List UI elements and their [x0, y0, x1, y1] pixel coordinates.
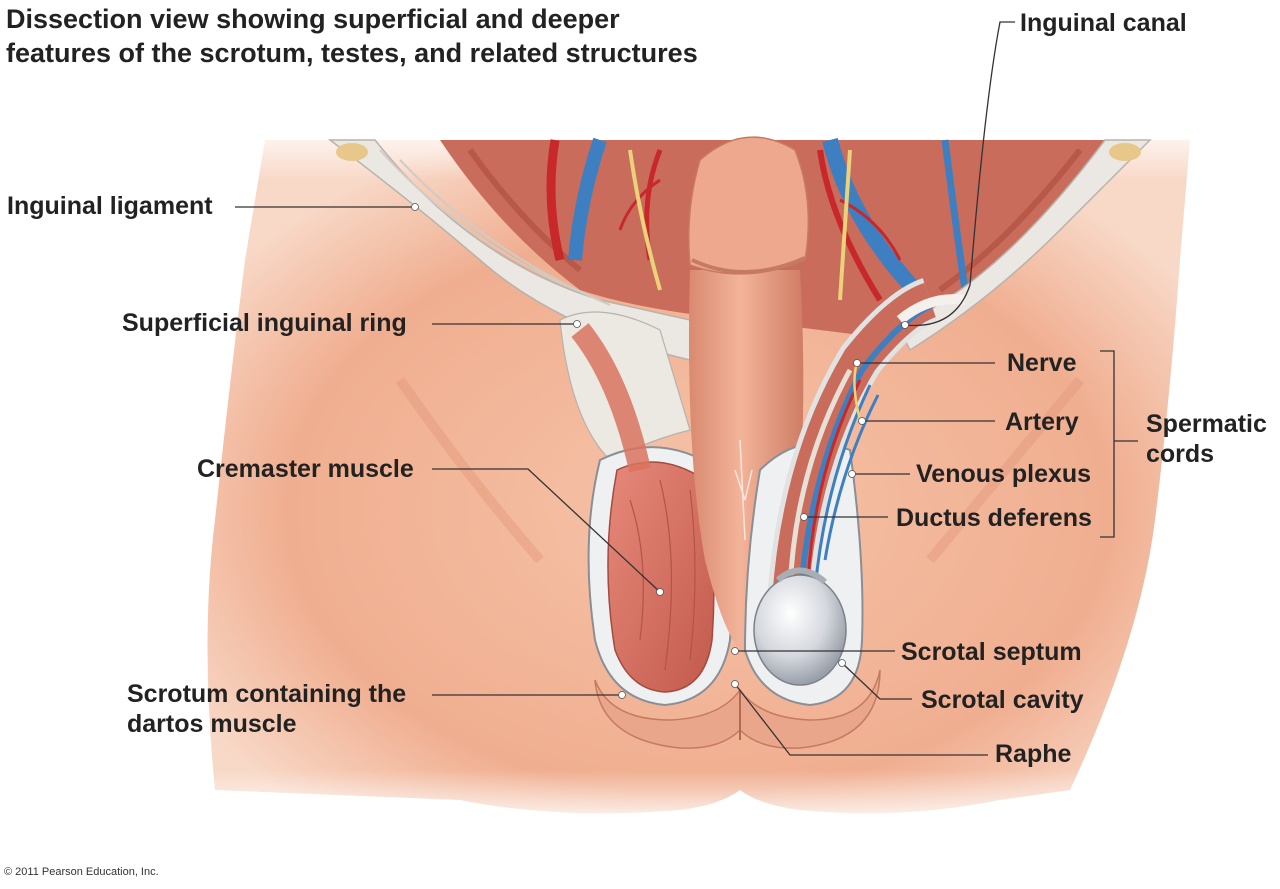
label-spermatic-cords: Spermatic cords [1146, 409, 1267, 469]
scrotum-base [594, 669, 881, 749]
leader-scrotal-cavity [841, 662, 912, 700]
leader-dots [411, 203, 909, 699]
label-spermatic-cords-line1: Spermatic [1146, 410, 1267, 438]
label-scrotum-line2: dartos muscle [127, 710, 297, 738]
leader-cremaster [432, 468, 661, 593]
label-cremaster-muscle: Cremaster muscle [197, 455, 414, 483]
leader-lines [235, 21, 1138, 756]
label-inguinal-canal: Inguinal canal [1020, 9, 1187, 37]
label-nerve: Nerve [1007, 349, 1077, 377]
label-scrotum-line1: Scrotum containing the [127, 680, 407, 708]
copyright-notice: © 2011 Pearson Education, Inc. [4, 866, 159, 878]
leader-inguinal-canal [904, 21, 1015, 327]
diagram-title: Dissection view showing superficial and … [6, 2, 698, 70]
label-ductus-deferens: Ductus deferens [896, 504, 1092, 532]
label-spermatic-cords-line2: cords [1146, 440, 1215, 468]
label-raphe: Raphe [995, 740, 1072, 768]
label-scrotum-dartos: Scrotum containing the dartos muscle [127, 679, 406, 739]
spermatic-cords-bracket [1100, 350, 1138, 538]
label-scrotal-septum: Scrotal septum [901, 638, 1082, 666]
left-scrotal-sac [571, 323, 733, 707]
label-scrotal-cavity: Scrotal cavity [921, 686, 1084, 714]
title-line-1: Dissection view showing superficial and … [6, 4, 620, 34]
label-artery: Artery [1005, 408, 1079, 436]
label-venous-plexus: Venous plexus [916, 460, 1092, 488]
title-line-2: features of the scrotum, testes, and rel… [6, 38, 698, 68]
label-inguinal-ligament: Inguinal ligament [7, 192, 213, 220]
leader-raphe [734, 683, 988, 756]
label-superficial-inguinal-ring: Superficial inguinal ring [122, 309, 407, 337]
right-scrotal-sac [743, 278, 966, 707]
